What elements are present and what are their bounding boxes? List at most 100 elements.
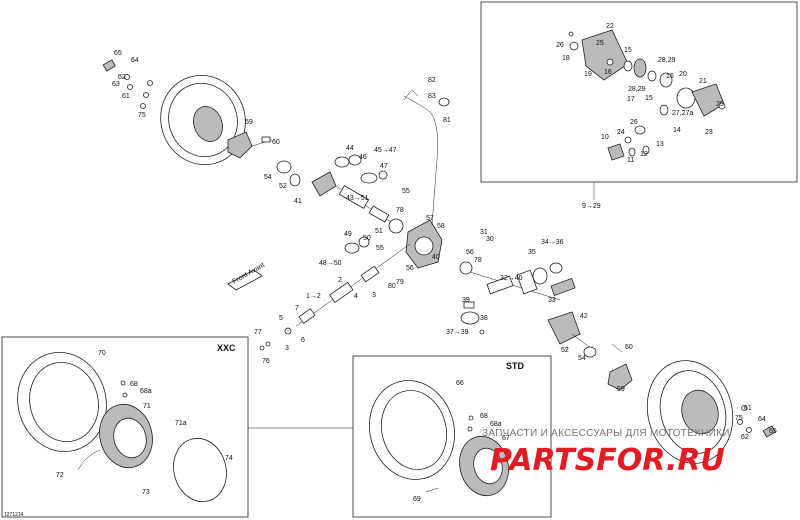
std-title: STD — [506, 361, 525, 371]
callout: 11 — [627, 157, 634, 164]
callout: 65 — [114, 50, 122, 57]
callout: 56 — [466, 249, 474, 256]
callout: 12 — [640, 151, 648, 158]
callout: 9→29 — [582, 203, 601, 210]
callout: 76 — [262, 358, 270, 365]
callout: 69 — [413, 496, 421, 503]
front-direction-sign: Front Avant — [227, 262, 266, 291]
callout: 3 — [285, 345, 289, 352]
callout: 83 — [428, 93, 436, 100]
callout: 70 — [98, 350, 106, 357]
callout: 4 — [354, 293, 358, 300]
callout: 60 — [272, 139, 280, 146]
callout: 21 — [699, 78, 707, 85]
callout: 2 — [338, 277, 342, 284]
callout: 50 — [363, 235, 371, 242]
part-labels-detail: 22 26 25 18 19 16 15 28,29 28,29 17 15 1… — [556, 23, 724, 164]
callout: 60 — [625, 344, 633, 351]
callout: 32→40 — [500, 275, 523, 282]
callout: 74 — [225, 455, 233, 462]
callout: 59 — [245, 119, 253, 126]
front-differential — [259, 219, 443, 351]
callout: 3 — [372, 292, 376, 299]
front-right-tire — [646, 360, 776, 464]
callout: 55 — [402, 188, 410, 195]
callout: 40 — [432, 254, 440, 261]
part-labels-main: 65 64 63 62 61 75 82 83 81 59 60 44 46 4… — [112, 50, 633, 393]
callout: 1→2 — [306, 293, 321, 300]
callout: 15 — [645, 95, 653, 102]
callout: 44 — [346, 145, 354, 152]
xxc-title: XXC — [217, 343, 236, 353]
std-tire-assembly — [369, 380, 509, 497]
callout: 72 — [56, 472, 64, 479]
callout: 64 — [758, 416, 766, 423]
callout: 10 — [601, 134, 609, 141]
callout: 49 — [344, 231, 352, 238]
callout: 38 — [480, 315, 488, 322]
callout: 78 — [396, 207, 404, 214]
callout: 81 — [443, 117, 451, 124]
callout: 16 — [666, 73, 674, 80]
callout: 68 — [480, 413, 488, 420]
differential-exploded-detail — [568, 29, 726, 161]
front-left-axle — [311, 154, 404, 254]
callout: 46 — [359, 154, 367, 161]
callout: 24 — [617, 129, 625, 136]
callout: 82 — [428, 77, 436, 84]
callout: 61 — [122, 93, 130, 100]
callout: 7 — [295, 305, 299, 312]
callout: 26 — [556, 42, 564, 49]
front-left-tire — [160, 74, 246, 166]
callout: 13 — [656, 141, 664, 148]
callout: 52 — [279, 183, 287, 190]
callout: 73 — [142, 489, 150, 496]
callout: 26 — [630, 119, 638, 126]
front-right-axle — [459, 261, 576, 335]
watermark-logo: PARTSFOR.RU — [490, 443, 725, 478]
part-labels-rear-right: 75 61 62 64 65 — [735, 405, 777, 441]
callout: 65 — [769, 428, 777, 435]
callout: 20 — [679, 71, 687, 78]
callout: 54 — [264, 174, 272, 181]
callout: 71a — [175, 420, 187, 427]
diagram-code: 1271214 — [4, 512, 24, 518]
callout: 19 — [584, 71, 592, 78]
callout: 56 — [406, 265, 414, 272]
callout: 77 — [254, 329, 262, 336]
callout: 18 — [562, 55, 570, 62]
callout: 75 — [735, 415, 743, 422]
part-labels-std: 66 68 68a 67 69 — [413, 380, 510, 503]
xxc-tire-assembly — [17, 351, 227, 503]
callout: 45→47 — [374, 147, 397, 154]
callout: 51 — [375, 228, 383, 235]
callout: 43→51 — [346, 195, 369, 202]
callout: 80 — [388, 283, 396, 290]
callout: 64 — [131, 57, 139, 64]
callout: 25 — [716, 101, 724, 108]
callout: 41 — [294, 198, 302, 205]
watermark-caption: ЗАПЧАСТИ И АКСЕССУАРЫ ДЛЯ МОТОТЕХНИКИ — [482, 428, 730, 439]
callout: 78 — [474, 257, 482, 264]
callout: 54 — [578, 355, 586, 362]
callout: 22 — [606, 23, 614, 30]
callout: 5 — [279, 315, 283, 322]
callout: 62 — [118, 74, 126, 81]
wheel-nuts-group-top-left — [102, 59, 153, 109]
callout: 68a — [490, 421, 502, 428]
hub-knuckle-top-left — [227, 131, 301, 187]
callout: 16 — [604, 69, 612, 76]
breather-hose — [403, 89, 450, 226]
callout: 39 — [462, 297, 470, 304]
callout: 47 — [380, 163, 388, 170]
callout: 61 — [744, 405, 752, 412]
callout: 42 — [580, 313, 588, 320]
callout: 15 — [624, 47, 632, 54]
callout: 58 — [437, 223, 445, 230]
callout: 62 — [741, 434, 749, 441]
callout: 59 — [617, 386, 625, 393]
callout: 28,29 — [628, 86, 646, 93]
callout: 48→50 — [319, 260, 342, 267]
callout: 33 — [548, 297, 556, 304]
